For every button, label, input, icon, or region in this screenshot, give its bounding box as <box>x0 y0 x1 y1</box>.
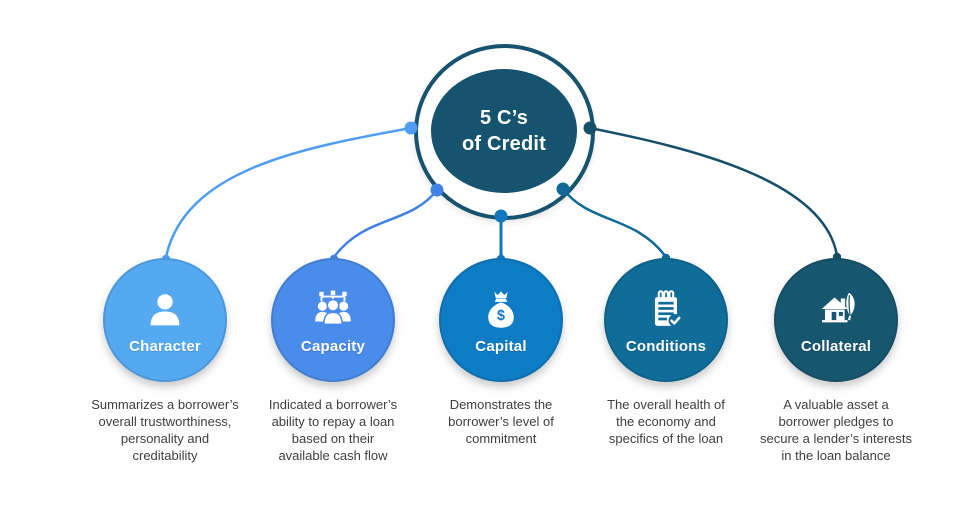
house-leaf-icon <box>821 292 855 323</box>
person-icon <box>150 294 180 326</box>
capacity-circle: Capacity <box>271 258 395 382</box>
collateral-circle: Collateral <box>774 258 898 382</box>
capital-circle: $ Capital <box>439 258 563 382</box>
center-hub-circle: 5 C’s of Credit <box>431 69 577 193</box>
node-character: Character Summarizes a borrower’s overal… <box>70 258 260 464</box>
connector-capacity <box>332 189 438 258</box>
center-hub-ring: 5 C’s of Credit <box>414 44 595 220</box>
description-capacity: Indicated a borrower’s ability to repay … <box>268 397 398 463</box>
node-collateral: Collateral A valuable asset a borrower p… <box>741 258 931 464</box>
node-label-conditions: Conditions <box>625 338 707 355</box>
team-network-icon <box>315 290 351 326</box>
node-label-character: Character <box>129 338 201 355</box>
connector-conditions <box>562 188 668 258</box>
description-collateral: A valuable asset a borrower pledges to s… <box>760 397 912 463</box>
character-circle: Character <box>103 258 227 382</box>
node-capacity: Capacity Indicated a borrower’s ability … <box>238 258 428 464</box>
description-capital: Demonstrates the borrower’s level of com… <box>448 397 554 446</box>
svg-text:$: $ <box>497 308 505 324</box>
description-conditions: The overall health of the economy and sp… <box>607 397 725 446</box>
diagram-title: 5 C’s of Credit <box>461 107 547 155</box>
node-label-capital: Capital <box>475 338 527 355</box>
connector-collateral <box>589 126 839 257</box>
money-bag-icon: $ <box>488 291 514 328</box>
node-conditions: Conditions The overall health of the eco… <box>571 258 761 447</box>
node-capital: $ Capital Demonstrates the borrower’s le… <box>406 258 596 447</box>
conditions-circle: Conditions <box>604 258 728 382</box>
node-label-capacity: Capacity <box>300 338 366 355</box>
checklist-icon <box>654 290 682 328</box>
connector-character <box>164 126 412 258</box>
description-character: Summarizes a borrower’s overall trustwor… <box>91 397 239 463</box>
node-label-collateral: Collateral <box>800 338 872 355</box>
